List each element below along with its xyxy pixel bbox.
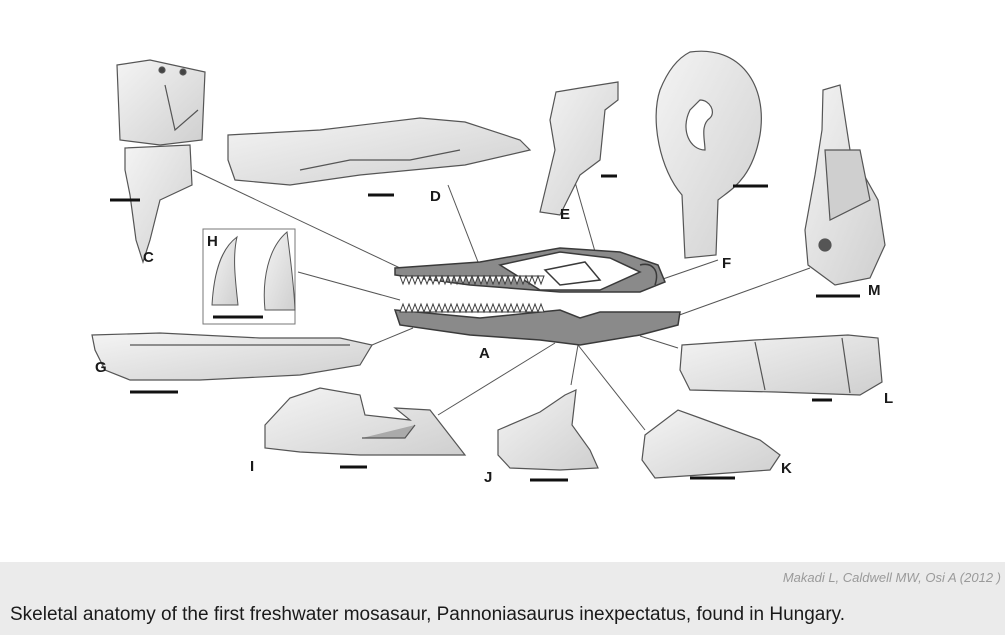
bone-c-vertebra	[117, 60, 205, 262]
label-m: M	[868, 282, 881, 299]
label-i: I	[250, 458, 254, 475]
image-caption: Skeletal anatomy of the first freshwater…	[10, 604, 845, 626]
figure-diagram: C D E F M H A G I J K L	[0, 0, 1005, 562]
bone-j	[498, 390, 598, 470]
label-k: K	[781, 460, 792, 477]
caption-bar: Skeletal anatomy of the first freshwater…	[0, 594, 1005, 635]
label-c: C	[143, 249, 154, 266]
bone-f-quadrate	[656, 51, 761, 258]
label-g: G	[95, 359, 107, 376]
label-f: F	[722, 255, 731, 272]
bone-i	[265, 388, 465, 455]
label-l: L	[884, 390, 893, 407]
bone-d-maxilla	[228, 118, 530, 185]
image-credit: Makadi L, Caldwell MW, Osi A (2012 )	[783, 570, 1001, 585]
label-d: D	[430, 188, 441, 205]
label-h: H	[207, 233, 218, 250]
credit-bar: Makadi L, Caldwell MW, Osi A (2012 )	[0, 562, 1005, 594]
skull-a	[395, 248, 680, 345]
bone-k	[642, 410, 780, 478]
bone-l	[680, 335, 882, 395]
bone-m	[805, 85, 885, 285]
label-j: J	[484, 469, 492, 486]
figure-frame: C D E F M H A G I J K L	[0, 0, 1005, 562]
bone-g-dentary	[92, 333, 372, 380]
label-a: A	[479, 345, 490, 362]
label-e: E	[560, 206, 570, 223]
